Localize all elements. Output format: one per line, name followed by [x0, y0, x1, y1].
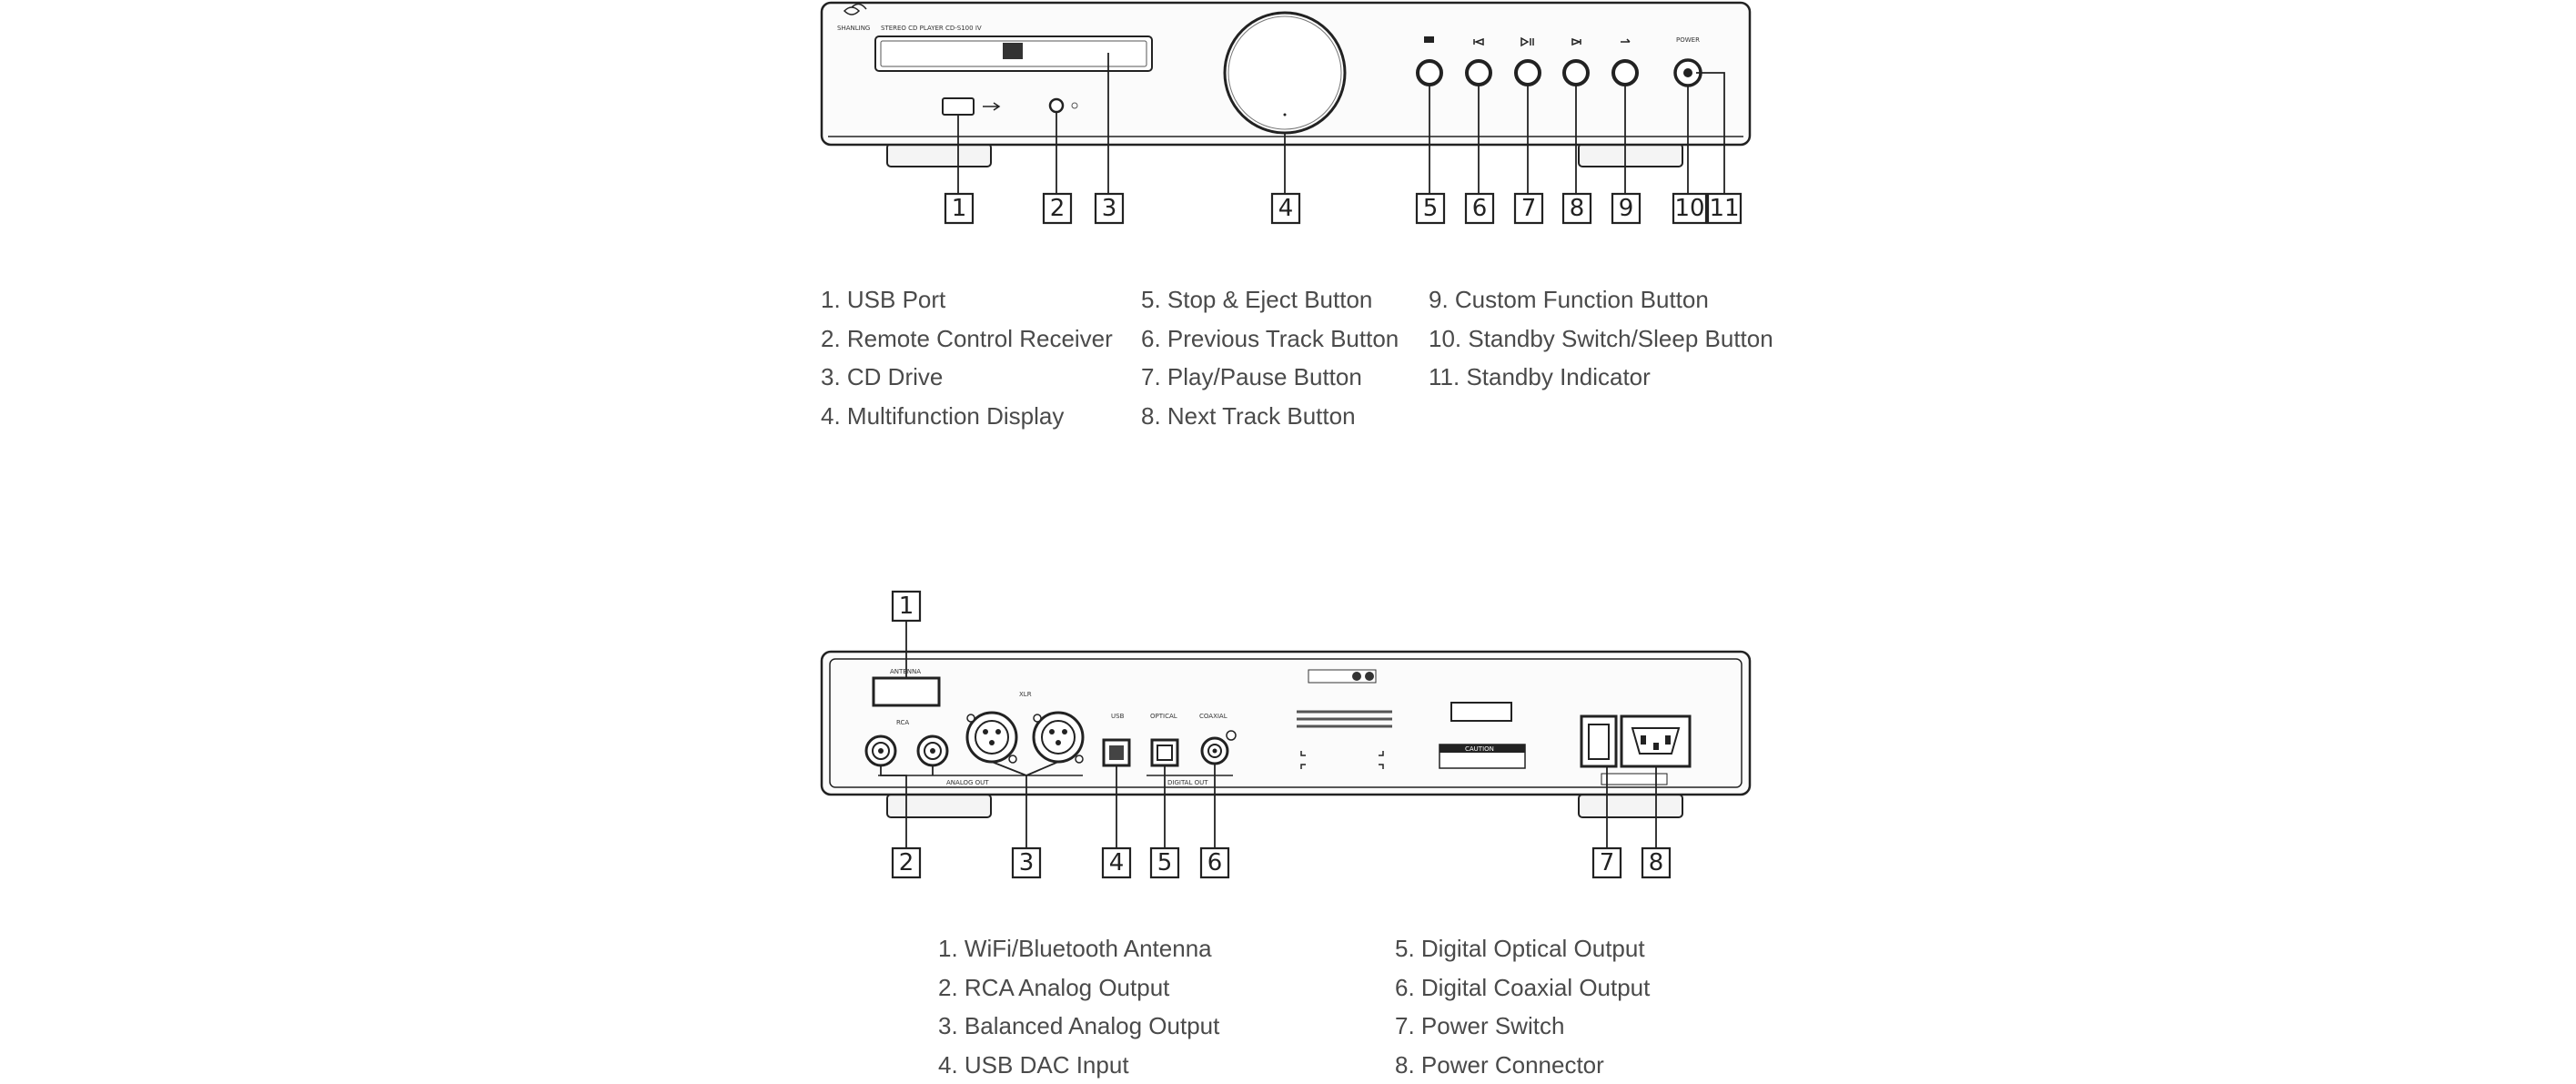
front-legend-col1: 1. USB Port 2. Remote Control Receiver 3…: [821, 280, 1113, 435]
callout-5: 5: [1417, 194, 1444, 223]
play-pause-button[interactable]: [1516, 61, 1540, 85]
rear-callout-2: 2: [893, 848, 920, 877]
svg-text:3: 3: [1102, 195, 1117, 222]
svg-text:8: 8: [1649, 849, 1664, 876]
rear-legend-col2: 5. Digital Optical Output 6. Digital Coa…: [1395, 929, 1650, 1084]
legend-item: 5. Digital Optical Output: [1395, 929, 1650, 968]
legend-item: 2. Remote Control Receiver: [821, 319, 1113, 359]
callout-11: 11: [1708, 194, 1741, 223]
usb-dac-input: [1104, 740, 1129, 765]
legend-item: 6. Digital Coaxial Output: [1395, 968, 1650, 1008]
callout-6: 6: [1466, 194, 1493, 223]
svg-text:9: 9: [1619, 195, 1634, 222]
callout-9: 9: [1612, 194, 1640, 223]
legend-item: 1. USB Port: [821, 280, 1113, 319]
rca-label: RCA: [896, 719, 909, 726]
svg-text:5: 5: [1423, 195, 1439, 222]
legend-item: 8. Next Track Button: [1141, 397, 1399, 436]
xlr-label: XLR: [1019, 691, 1032, 698]
caution-text: CAUTION: [1465, 745, 1494, 753]
legend-item: 6. Previous Track Button: [1141, 319, 1399, 359]
svg-text:3: 3: [1019, 849, 1035, 876]
brand-name: SHANLING: [837, 25, 870, 32]
rear-callout-4: 4: [1103, 848, 1130, 877]
svg-text:2: 2: [899, 849, 914, 876]
rear-callout-5: 5: [1151, 848, 1178, 877]
rear-left-foot: [887, 795, 991, 817]
svg-text:4: 4: [1109, 849, 1125, 876]
certification-marks: [1308, 670, 1376, 683]
svg-text:7: 7: [1521, 195, 1537, 222]
svg-text:2: 2: [1050, 195, 1066, 222]
legend-item: 4. Multifunction Display: [821, 397, 1113, 436]
legend-item: 7. Power Switch: [1395, 1007, 1650, 1046]
rear-callout-3: 3: [1013, 848, 1040, 877]
callout-7: 7: [1515, 194, 1542, 223]
legend-item: 2. RCA Analog Output: [938, 968, 1219, 1008]
digital-optical-output: [1152, 740, 1177, 765]
legend-item: 3. CD Drive: [821, 358, 1113, 397]
cd-logo-icon: [1003, 43, 1023, 59]
stop-eject-icon: [1424, 36, 1434, 43]
legend-item: 8. Power Connector: [1395, 1046, 1650, 1084]
callout-8: 8: [1563, 194, 1591, 223]
rear-right-foot: [1579, 795, 1682, 817]
front-right-foot: [1579, 144, 1682, 167]
legend-item: 4. USB DAC Input: [938, 1046, 1219, 1084]
rear-callout-7: 7: [1593, 848, 1621, 877]
front-legend-col3: 9. Custom Function Button 10. Standby Sw…: [1429, 280, 1773, 397]
rear-callout-8: 8: [1642, 848, 1670, 877]
front-left-foot: [887, 144, 991, 167]
usb-port: [943, 98, 974, 115]
remote-control-receiver: [1050, 99, 1063, 112]
svg-text:4: 4: [1278, 195, 1294, 222]
usb-label: USB: [1111, 713, 1125, 720]
antenna-label: ANTENNA: [890, 668, 921, 675]
digital-out-label: DIGITAL OUT: [1167, 779, 1208, 786]
previous-track-button[interactable]: [1467, 61, 1490, 85]
optical-label: OPTICAL: [1150, 713, 1177, 720]
svg-text:6: 6: [1207, 849, 1223, 876]
rear-legend-col1: 1. WiFi/Bluetooth Antenna 2. RCA Analog …: [938, 929, 1219, 1084]
power-connector: [1621, 716, 1690, 766]
stop-eject-button[interactable]: [1418, 61, 1441, 85]
callout-10: 10: [1673, 194, 1706, 223]
rear-callout-1: 1: [893, 592, 920, 621]
power-label: POWER: [1676, 36, 1700, 44]
svg-text:1: 1: [899, 593, 914, 620]
custom-function-button[interactable]: [1613, 61, 1637, 85]
svg-text:1: 1: [952, 195, 967, 222]
svg-text:11: 11: [1709, 195, 1739, 222]
power-switch[interactable]: [1581, 716, 1616, 766]
legend-item: 9. Custom Function Button: [1429, 280, 1773, 319]
callout-1: 1: [945, 194, 973, 223]
legend-item: 10. Standby Switch/Sleep Button: [1429, 319, 1773, 359]
legend-item: 7. Play/Pause Button: [1141, 358, 1399, 397]
svg-text:10: 10: [1674, 195, 1704, 222]
svg-text:6: 6: [1472, 195, 1488, 222]
next-track-button[interactable]: [1564, 61, 1588, 85]
wifi-bluetooth-antenna: [874, 678, 939, 705]
legend-item: 3. Balanced Analog Output: [938, 1007, 1219, 1046]
rear-callout-6: 6: [1201, 848, 1228, 877]
front-legend-col2: 5. Stop & Eject Button 6. Previous Track…: [1141, 280, 1399, 435]
coaxial-label: COAXIAL: [1199, 713, 1227, 720]
callout-4: 4: [1272, 194, 1299, 223]
svg-text:7: 7: [1600, 849, 1615, 876]
svg-text:5: 5: [1157, 849, 1173, 876]
model-name: STEREO CD PLAYER CD-S100 IV: [881, 25, 982, 32]
callout-3: 3: [1096, 194, 1123, 223]
svg-text:8: 8: [1570, 195, 1585, 222]
analog-out-label: ANALOG OUT: [946, 779, 989, 786]
legend-item: 5. Stop & Eject Button: [1141, 280, 1399, 319]
front-callouts: 1 2 3 4 5 6 7 8 9 10 11: [945, 194, 1741, 223]
legend-item: 1. WiFi/Bluetooth Antenna: [938, 929, 1219, 968]
legend-item: 11. Standby Indicator: [1429, 358, 1773, 397]
callout-2: 2: [1044, 194, 1071, 223]
